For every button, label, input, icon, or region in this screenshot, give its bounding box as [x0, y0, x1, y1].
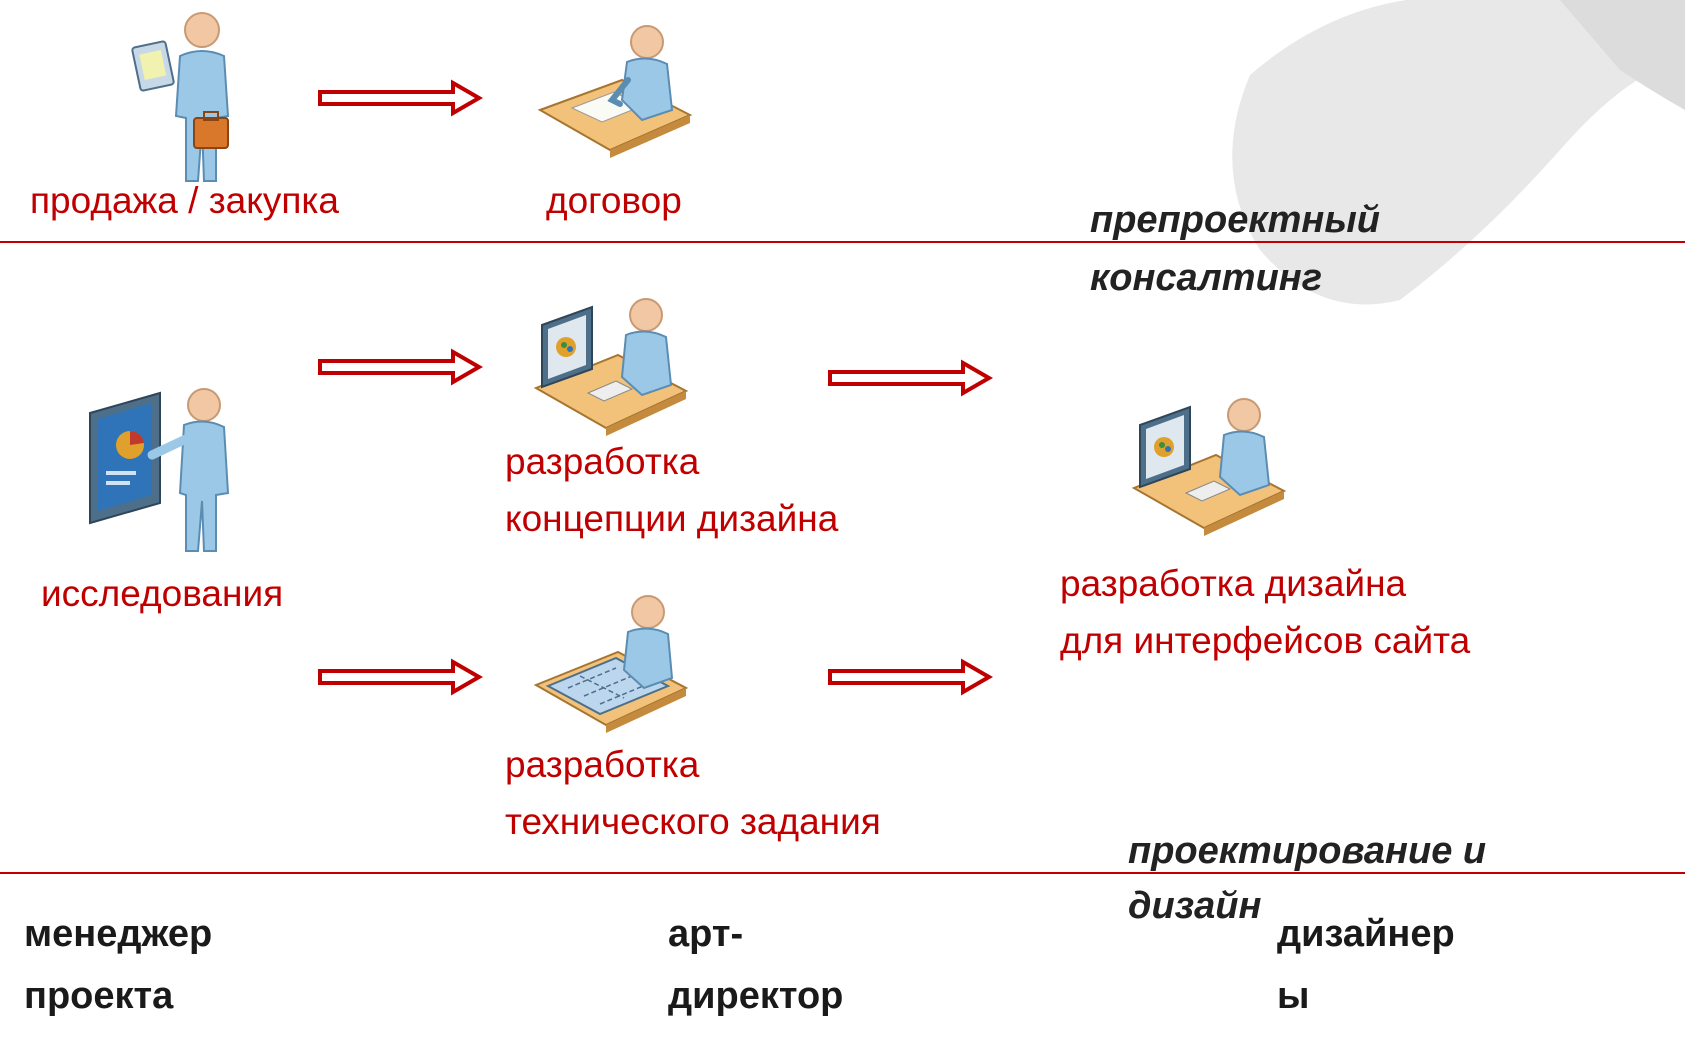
- divider-bottom: [0, 872, 1685, 874]
- stage-preproject-line2: консалтинг: [1090, 257, 1323, 299]
- arrow-icon: [318, 658, 484, 696]
- concept-label-line1: разработка: [505, 441, 700, 482]
- person-at-design-computer-icon: [1131, 398, 1287, 536]
- role-art-director-line2: директор: [668, 975, 844, 1017]
- spec-label-line2: технического задания: [505, 801, 881, 842]
- stage-design-line2: дизайн: [1128, 885, 1262, 927]
- arrow-icon: [318, 348, 484, 386]
- role-designers-line1: дизайнер: [1277, 913, 1455, 955]
- design-label-line1: разработка дизайна: [1060, 563, 1407, 604]
- person-writing-at-desk-icon: [537, 25, 693, 158]
- person-at-design-computer-icon: [533, 298, 689, 436]
- role-manager-line2: проекта: [24, 975, 174, 1017]
- spec-label-line1: разработка: [505, 744, 700, 785]
- contract-label: договор: [546, 180, 682, 221]
- arrow-icon: [318, 79, 484, 117]
- divider-top: [0, 241, 1685, 243]
- person-drafting-blueprint-icon: [533, 595, 689, 733]
- arrow-icon: [828, 359, 994, 397]
- sales-label: продажа / закупка: [30, 180, 339, 221]
- concept-label-line2: концепции дизайна: [505, 498, 839, 539]
- research-label: исследования: [41, 573, 284, 614]
- person-with-clipboard-and-briefcase-icon: [131, 12, 230, 182]
- role-designers-line2: ы: [1277, 975, 1310, 1017]
- stage-preproject-line1: препроектный: [1090, 199, 1380, 241]
- role-manager-line1: менеджер: [24, 913, 213, 955]
- person-presenting-chart-icon: [89, 388, 230, 552]
- role-art-director-line1: арт-: [668, 913, 744, 955]
- design-label-line2: для интерфейсов сайта: [1060, 620, 1471, 661]
- stage-design-line1: проектирование и: [1128, 830, 1487, 872]
- arrow-icon: [828, 658, 994, 696]
